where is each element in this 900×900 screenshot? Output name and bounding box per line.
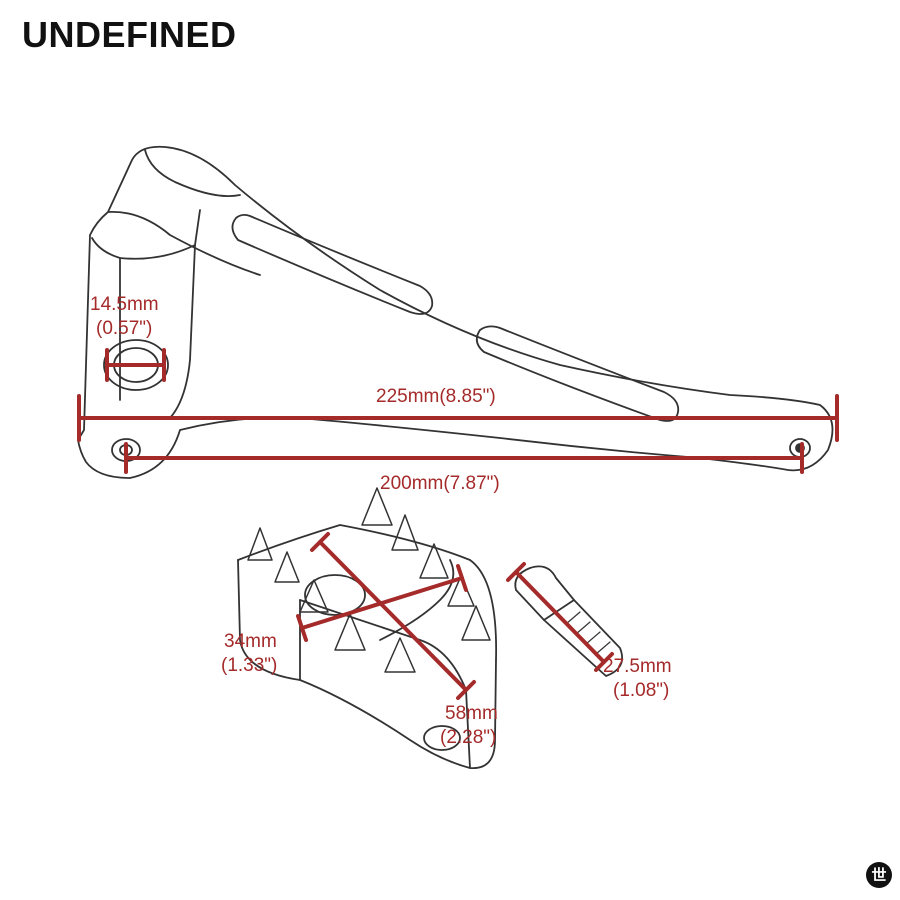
pivot-hole-mm-label: 14.5mm <box>90 294 159 315</box>
overall-length-label: 225mm(8.85") <box>376 386 496 407</box>
bolt-length-mm-label: 27.5mm <box>603 656 672 677</box>
peg-height-inch-label: (1.33") <box>221 655 277 676</box>
bolt <box>514 565 624 677</box>
peg-length-line <box>318 540 468 692</box>
bolt-length-inch-label: (1.08") <box>613 680 669 701</box>
foot-peg <box>237 487 498 769</box>
brand-title: UNDEFINED <box>22 14 237 55</box>
hole-spacing-label: 200mm(7.87") <box>380 473 500 494</box>
dimension-lines <box>77 348 839 700</box>
pivot-hole-inch-label: (0.57") <box>96 318 152 339</box>
peg-length-inch-label: (2.28") <box>440 727 496 748</box>
peg-length-mm-label: 58mm <box>445 703 498 724</box>
logo-badge-icon: 世 <box>866 862 892 888</box>
brake-lever <box>77 145 834 479</box>
bolt-length-line <box>514 570 606 664</box>
peg-height-mm-label: 34mm <box>224 631 277 652</box>
